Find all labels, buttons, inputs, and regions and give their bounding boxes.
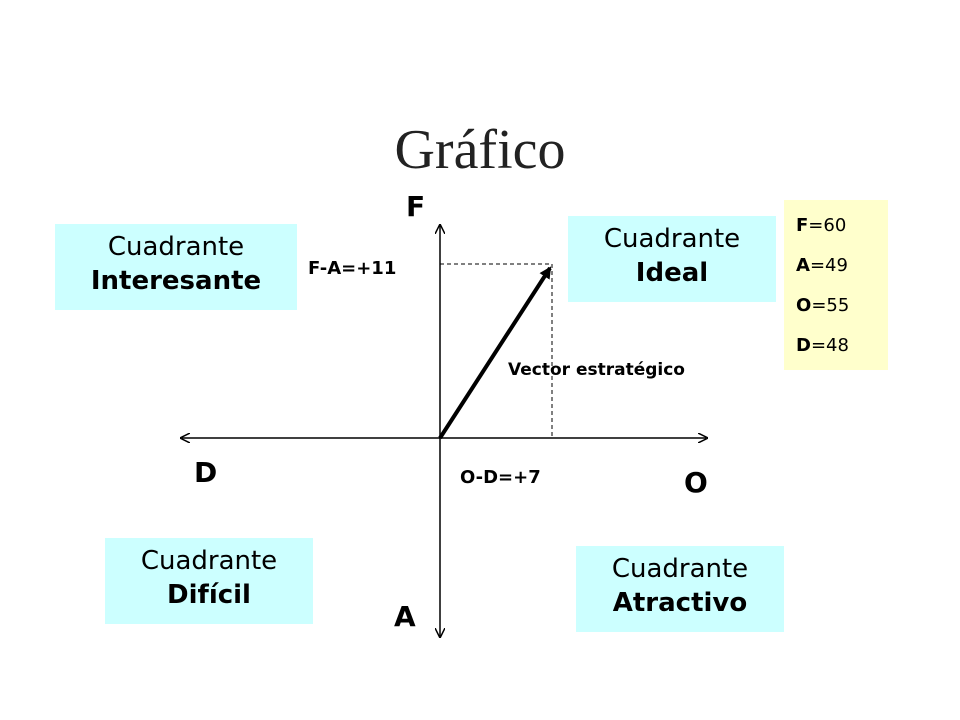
quadrant-name: Atractivo <box>612 588 748 618</box>
od-difference-label: O-D=+7 <box>460 467 541 488</box>
value-key: O <box>796 295 812 316</box>
quadrant-name: Ideal <box>635 258 709 288</box>
quadrant-label: Cuadrante <box>140 546 278 576</box>
quadrant-name: Difícil <box>167 580 251 610</box>
value-number: =55 <box>811 295 850 316</box>
value-number: =48 <box>810 335 849 356</box>
value-row-f: F=60 <box>796 206 888 246</box>
axis-label-bottom: A <box>394 600 416 633</box>
page-title: Gráfico <box>394 119 566 181</box>
quadrant-label: Cuadrante <box>611 554 749 584</box>
value-number: =49 <box>809 255 848 276</box>
quadrant-interesante: Cuadrante Interesante <box>55 224 297 310</box>
axis-label-top: F <box>406 190 426 223</box>
quadrant-dificil: Cuadrante Difícil <box>105 538 313 624</box>
strategic-vector-arrow <box>438 266 552 440</box>
value-row-o: O=55 <box>796 286 888 326</box>
axis-label-left: D <box>194 456 218 489</box>
quadrant-label: Cuadrante <box>603 224 741 254</box>
value-key: D <box>796 335 811 356</box>
quadrant-label: Cuadrante <box>107 232 245 262</box>
value-number: =60 <box>808 215 847 236</box>
quadrant-atractivo: Cuadrante Atractivo <box>576 546 784 632</box>
value-key: A <box>796 255 810 276</box>
values-box: F=60 A=49 O=55 D=48 <box>784 200 888 370</box>
quadrant-name: Interesante <box>90 266 262 296</box>
axis-label-right: O <box>684 466 708 499</box>
value-row-d: D=48 <box>796 326 888 366</box>
strategic-vector-label: Vector estratégico <box>508 360 685 380</box>
value-row-a: A=49 <box>796 246 888 286</box>
value-key: F <box>796 215 809 236</box>
quadrant-ideal: Cuadrante Ideal <box>568 216 776 302</box>
fa-difference-label: F-A=+11 <box>308 258 397 279</box>
